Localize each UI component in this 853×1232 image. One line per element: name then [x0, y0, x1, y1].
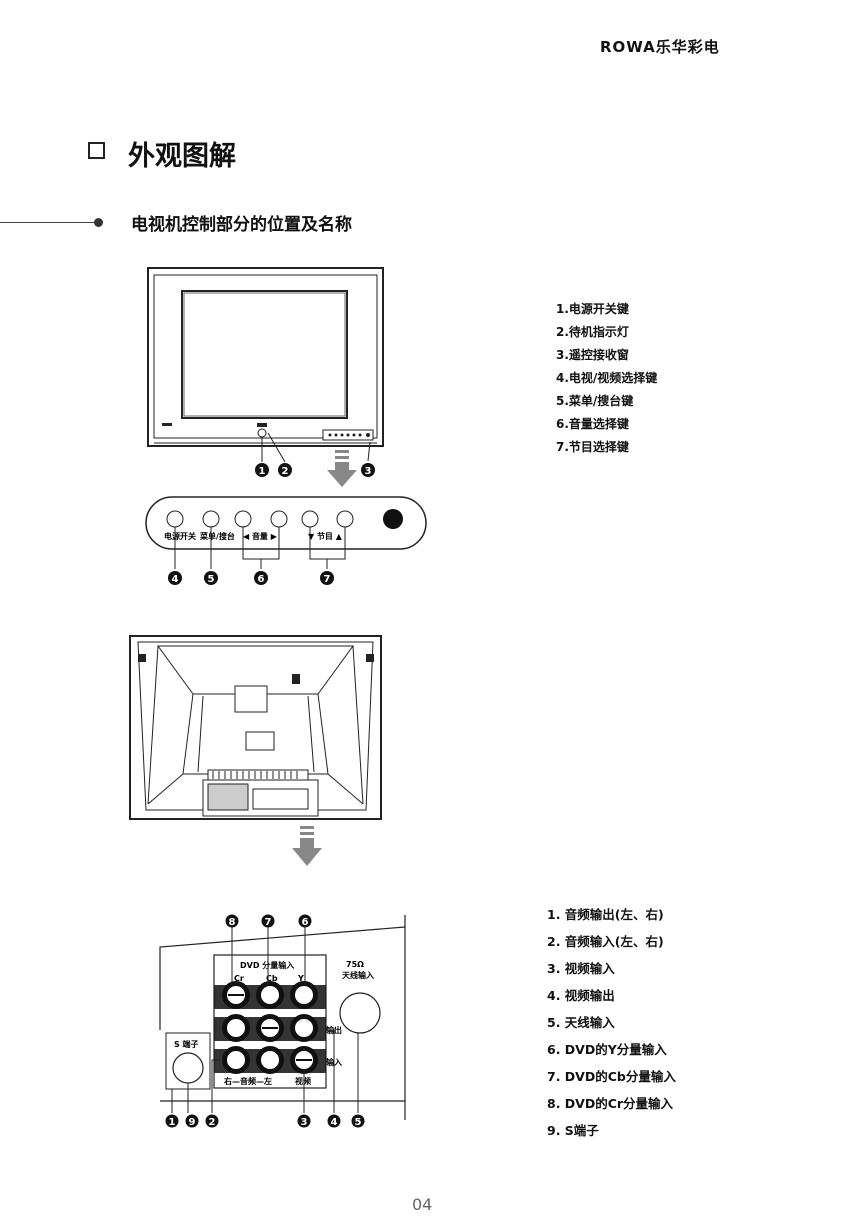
- svg-text:5: 5: [208, 574, 215, 585]
- svg-text:天线输入: 天线输入: [342, 970, 374, 980]
- svg-text:视频: 视频: [295, 1076, 311, 1086]
- svg-text:Cr: Cr: [234, 974, 244, 983]
- rear-legend: 1. 音频输出(左、右) 2. 音频输入(左、右) 3. 视频输入 4. 视频输…: [547, 901, 676, 1144]
- svg-text:▼ 节目 ▲: ▼ 节目 ▲: [308, 531, 343, 541]
- checkbox-icon: [88, 142, 105, 159]
- svg-text:75Ω: 75Ω: [346, 960, 364, 969]
- svg-text:菜单/搜台: 菜单/搜台: [199, 531, 235, 541]
- front-panel-diagram: 1 2 3 电源开关 菜单/搜台 ◀ 音量 ▶ ▼ 节目 ▲ 4 5 6 7: [145, 267, 427, 585]
- svg-text:2: 2: [282, 466, 289, 477]
- rear-view-diagram: [129, 635, 382, 866]
- tv-screen: [181, 290, 348, 419]
- down-arrow-icon: [327, 450, 357, 487]
- svg-text:4: 4: [172, 574, 179, 585]
- svg-text:7: 7: [265, 917, 272, 928]
- legend-item: 1. 音频输出(左、右): [547, 907, 664, 922]
- callout-5: [204, 571, 218, 585]
- front-legend: 1.电源开关键 2.待机指示灯 3.遥控接收窗 4.电视/视频选择键 5.菜单/…: [556, 298, 657, 459]
- callout-3: [361, 463, 375, 477]
- svg-text:8: 8: [229, 917, 236, 928]
- volume-up-button-icon: [270, 510, 288, 528]
- legend-item: 5.菜单/搜台键: [556, 394, 634, 408]
- rear-label-plate: [234, 685, 268, 713]
- svg-text:7: 7: [324, 574, 331, 585]
- svg-text:1: 1: [169, 1117, 176, 1128]
- legend-item: 6.音量选择键: [556, 417, 629, 431]
- bullet-dot-icon: [94, 218, 103, 227]
- down-arrow-icon: [292, 826, 322, 866]
- legend-item: 2. 音频输入(左、右): [547, 934, 664, 949]
- tv-av-button-icon: [166, 510, 184, 528]
- rear-latch: [292, 674, 300, 684]
- callout-6: [254, 571, 268, 585]
- power-button-icon: [257, 428, 267, 438]
- legend-item: 2.待机指示灯: [556, 325, 629, 339]
- svg-text:◀ 音量 ▶: ◀ 音量 ▶: [243, 531, 278, 541]
- legend-item: 7. DVD的Cb分量输入: [547, 1069, 676, 1084]
- svg-text:右—音频—左: 右—音频—左: [223, 1076, 272, 1086]
- page-number: 04: [412, 1195, 433, 1214]
- rear-label-plate-small: [245, 731, 275, 751]
- callout-4: [168, 571, 182, 585]
- legend-item: 7.节目选择键: [556, 440, 629, 454]
- remote-sensor-icon: [383, 509, 403, 529]
- svg-text:3: 3: [301, 1117, 308, 1128]
- program-down-button-icon: [301, 510, 319, 528]
- callout-2: [278, 463, 292, 477]
- tv-front-bezel: [153, 274, 378, 439]
- section-subtitle: 电视机控制部分的位置及名称: [131, 215, 352, 235]
- svg-text:5: 5: [355, 1117, 362, 1128]
- svg-text:S 端子: S 端子: [174, 1039, 199, 1049]
- callout-7: [320, 571, 334, 585]
- svg-text:1: 1: [259, 466, 266, 477]
- svg-text:2: 2: [209, 1117, 216, 1128]
- legend-item: 3.遥控接收窗: [556, 348, 629, 362]
- tv-logo-mark: [162, 423, 172, 426]
- svg-text:6: 6: [258, 574, 265, 585]
- volume-down-button-icon: [234, 510, 252, 528]
- legend-item: 6. DVD的Y分量输入: [547, 1042, 667, 1057]
- antenna-input-icon: [339, 992, 381, 1034]
- program-up-button-icon: [336, 510, 354, 528]
- svg-text:Cb: Cb: [266, 974, 278, 983]
- legend-item: 8. DVD的Cr分量输入: [547, 1096, 674, 1111]
- tv-screen-inner: [183, 292, 346, 417]
- section-rule: [0, 222, 94, 223]
- legend-item: 4.电视/视频选择键: [556, 371, 658, 385]
- vent-grille: [207, 769, 309, 781]
- rear-jack-panel-diagram: DVD 分量输入 Cr Cb Y 右—音频—左 视频 输出 输入 75Ω 天线输…: [159, 914, 406, 1128]
- menu-button-icon: [202, 510, 220, 528]
- svg-text:9: 9: [189, 1117, 196, 1128]
- svg-text:DVD 分量输入: DVD 分量输入: [240, 960, 294, 970]
- svg-text:3: 3: [365, 466, 372, 477]
- svg-text:4: 4: [331, 1117, 338, 1128]
- legend-item: 4. 视频输出: [547, 988, 615, 1003]
- svg-text:Y: Y: [297, 974, 304, 983]
- legend-item: 9. S端子: [547, 1123, 599, 1138]
- svg-text:电源开关: 电源开关: [164, 531, 196, 541]
- brand-logo: ROWA乐华彩电: [600, 38, 720, 56]
- legend-item: 5. 天线输入: [547, 1015, 615, 1030]
- s-terminal-icon: [172, 1052, 204, 1084]
- section-title: 外观图解: [128, 141, 236, 172]
- legend-item: 1.电源开关键: [556, 302, 629, 316]
- svg-text:6: 6: [302, 917, 309, 928]
- callout-1: [255, 463, 269, 477]
- standby-indicator: [257, 423, 267, 427]
- legend-item: 3. 视频输入: [547, 961, 615, 976]
